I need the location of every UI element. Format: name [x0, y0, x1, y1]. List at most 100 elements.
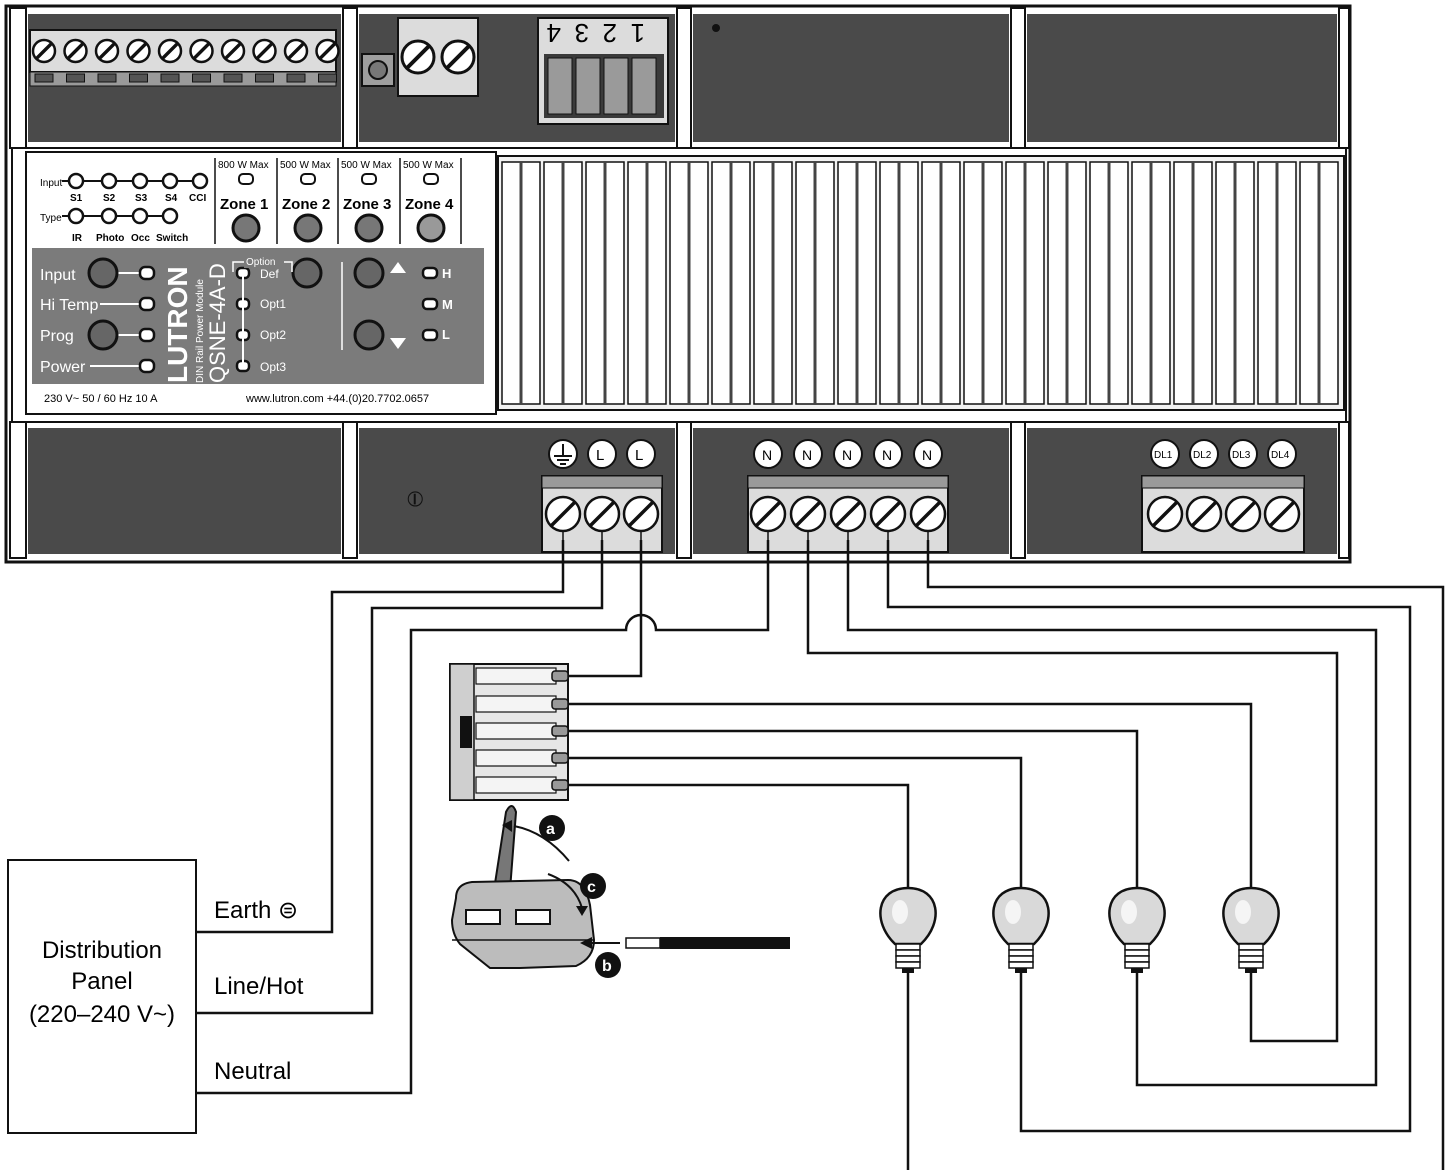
- module-subtitle: DIN Rail Power Module: [195, 279, 206, 383]
- neutral-terminal-label: N: [882, 447, 892, 463]
- zone-max-label: 500 W Max: [403, 160, 454, 171]
- connector-slot: [475, 776, 557, 794]
- lower-arrow-icon: [390, 338, 406, 349]
- zone-name: Zone 2: [282, 196, 330, 213]
- input-led: [67, 172, 85, 190]
- bulb-contact: [1245, 968, 1257, 973]
- option-opt3: Opt3: [260, 360, 286, 374]
- mount-symbol: ⦶: [407, 486, 423, 511]
- bulb-base-ring: [895, 961, 921, 969]
- arrow-c-icon: [576, 906, 588, 916]
- wire-insulation: [660, 937, 790, 949]
- screw-slot: [627, 500, 655, 528]
- prog-label: Prog: [40, 328, 74, 345]
- level-m: M: [442, 297, 453, 312]
- wire-end: [551, 698, 569, 710]
- power-module: 1 2 3 4 Input Type S1 S2 S3 S4 CCI: [4, 4, 1352, 564]
- screw-slot: [1190, 500, 1218, 528]
- four-pin-connector: 1 2 3 4: [537, 17, 669, 125]
- connector-slot: [475, 695, 557, 713]
- neutral-terminal-label: N: [762, 447, 772, 463]
- lever-arm: [492, 805, 518, 891]
- earth-wire-label: Earth ⊜: [214, 897, 298, 924]
- screw-slot: [1229, 500, 1257, 528]
- bulb-base-ring: [1008, 961, 1034, 969]
- bulb-contact: [1131, 968, 1143, 973]
- neutral-return-wire-4: [806, 540, 1339, 1043]
- wire-end: [551, 725, 569, 737]
- zone-led: [361, 173, 377, 185]
- screw-slot: [794, 500, 822, 528]
- terminal-slot: [97, 73, 117, 83]
- pin-label: 4: [547, 18, 561, 48]
- status-led: [138, 327, 156, 343]
- panel-title: Distribution: [42, 937, 162, 964]
- neutral-terminal-label: N: [842, 447, 852, 463]
- bulb-base-ring: [1238, 949, 1264, 957]
- neutral-return-wire-3: [846, 540, 1378, 1087]
- zone-button: [231, 213, 261, 243]
- terminal-slot: [255, 73, 274, 83]
- terminal-slot: [318, 73, 337, 83]
- bulb-glass: [992, 886, 1050, 946]
- input-led: [131, 172, 149, 190]
- step-b-badge: [595, 952, 621, 978]
- pin-label: 3: [575, 18, 589, 48]
- input-label-s1: S1: [70, 193, 83, 204]
- screw-slot: [874, 500, 902, 528]
- label-panel: Input Type S1 S2 S3 S4 CCI IR Photo Occ …: [25, 151, 497, 415]
- type-label-ir: IR: [72, 233, 83, 244]
- bulb-base-ring: [1124, 961, 1150, 969]
- heat-sink: [497, 155, 1345, 411]
- screw-slot: [1268, 500, 1296, 528]
- input-status-label: Input: [40, 267, 76, 284]
- neutral-supply-wire: [196, 540, 770, 1095]
- step-a-badge: [539, 815, 565, 841]
- type-label-occ: Occ: [131, 233, 150, 244]
- level-led: [421, 328, 439, 342]
- input-terminal-strip: [29, 29, 340, 87]
- line-wire: [196, 540, 604, 1015]
- neutral-terminal-label: N: [922, 447, 932, 463]
- bulb-base-ring: [895, 955, 921, 963]
- connector-slot: [475, 722, 557, 740]
- bulb-highlight: [1235, 900, 1251, 924]
- screw-slot: [224, 42, 242, 60]
- bulb-base-ring: [1008, 943, 1034, 951]
- bulb-base-ring: [895, 949, 921, 957]
- input-label-cci: CCI: [189, 193, 206, 204]
- status-led: [138, 296, 156, 312]
- level-h: H: [442, 266, 451, 281]
- panel-voltage: (220–240 V~): [29, 1001, 175, 1028]
- contact-info: www.lutron.com +44.(0)20.7702.0657: [245, 393, 429, 405]
- step-c-label: c: [587, 879, 596, 896]
- zone-max-label: 500 W Max: [280, 160, 331, 171]
- screw-slot: [549, 500, 577, 528]
- lightbulb-icon: [1222, 886, 1280, 973]
- input-led: [100, 172, 118, 190]
- arrow-b-icon: [580, 937, 592, 949]
- wire-end: [551, 779, 569, 791]
- lightbulb-icon: [1108, 886, 1166, 973]
- terminal-slot: [129, 73, 148, 83]
- prog-button: [87, 319, 119, 351]
- neutral-return-wire-2: [886, 540, 1412, 1133]
- status-panel: Input Hi Temp Prog Power LUTRON DIN Rail…: [32, 248, 484, 384]
- connector-detail: a b c: [450, 805, 790, 978]
- pin-label: 2: [603, 18, 617, 48]
- screw-slot: [1151, 500, 1179, 528]
- screw-slot: [66, 42, 85, 60]
- line-terminal-label: L: [596, 447, 604, 464]
- bulb-glass: [1222, 886, 1280, 946]
- supply-terminal: ⦶ L L: [407, 439, 663, 553]
- step-a-label: a: [546, 821, 555, 838]
- lightbulb-icon: [992, 886, 1050, 973]
- connector-slot: [475, 749, 557, 767]
- neutral-terminal: N N N N N: [747, 439, 949, 553]
- neutral-terminal-label: N: [802, 447, 812, 463]
- zone-led: [238, 173, 254, 185]
- load-wire-4: [568, 702, 1253, 890]
- two-pos-terminal: [397, 17, 479, 97]
- bulb-base-ring: [1238, 961, 1264, 969]
- screw-slot: [318, 42, 337, 60]
